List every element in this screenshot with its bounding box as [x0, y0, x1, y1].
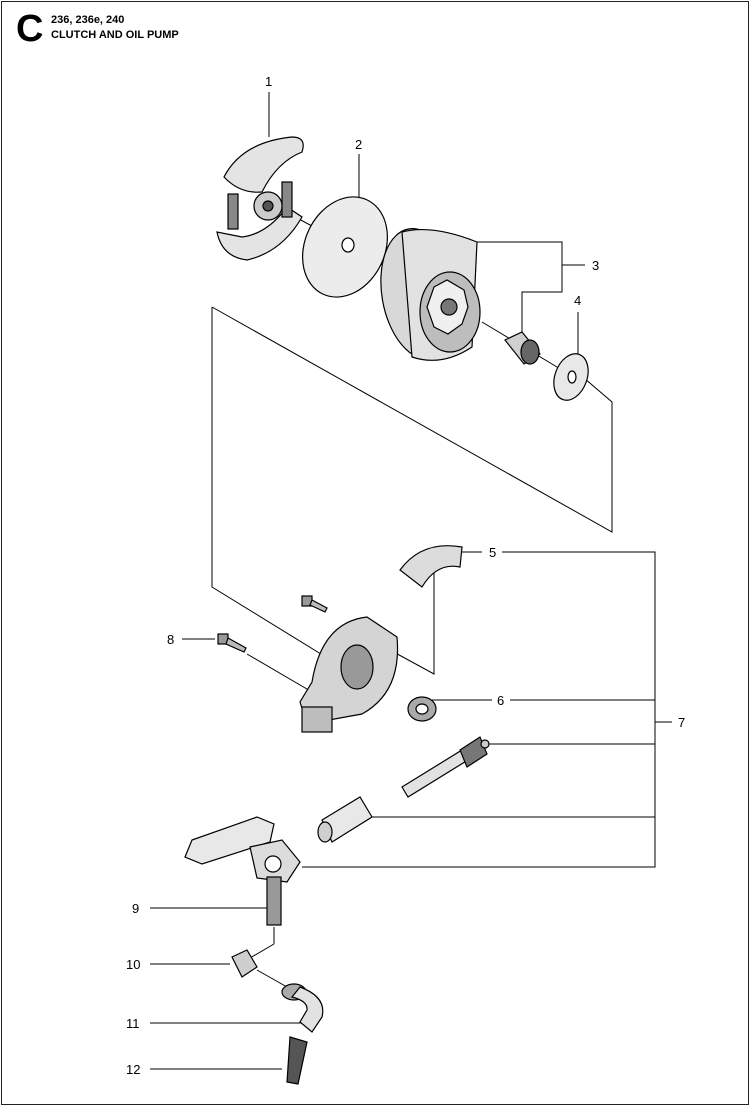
drum-washer [553, 353, 589, 401]
callout-1: 1 [265, 74, 272, 89]
bracket-3 [477, 241, 563, 332]
callout-3: 3 [592, 258, 599, 273]
pipe-link-b [249, 943, 275, 959]
leader-8-axis [246, 653, 313, 693]
callout-2: 2 [355, 137, 362, 152]
diagram-title: CLUTCH AND OIL PUMP [51, 29, 179, 41]
clutch-drum [380, 228, 481, 361]
callout-4: 4 [574, 293, 581, 308]
callout-6: 6 [497, 693, 504, 708]
hose-connector [231, 949, 258, 978]
bracket-7 [302, 551, 656, 868]
oil-filter [286, 1036, 308, 1085]
screw-upper [301, 595, 328, 613]
callout-numbers: 1 2 3 4 5 6 7 8 9 10 11 12 [126, 74, 685, 1077]
callout-5: 5 [489, 545, 496, 560]
callout-10: 10 [126, 957, 140, 972]
oil-pump-lever [184, 816, 301, 926]
callout-9: 9 [132, 901, 139, 916]
model-numbers: 236, 236e, 240 [51, 14, 125, 26]
pump-spring [407, 696, 437, 722]
pump-sleeve [317, 796, 373, 843]
callout-8: 8 [167, 632, 174, 647]
callout-7: 7 [678, 715, 685, 730]
clutch-washer [302, 196, 388, 298]
clutch-shoe-assembly [216, 136, 304, 261]
leader-5-guide [389, 572, 435, 675]
suction-hose [281, 983, 324, 1033]
guide-plate [399, 545, 463, 588]
oil-pump-housing [299, 616, 399, 733]
pump-shaft [401, 736, 490, 798]
needle-bearing [504, 331, 541, 365]
section-letter: C [16, 8, 44, 50]
pipe-link-c [256, 969, 288, 988]
callout-12: 12 [126, 1062, 140, 1077]
callout-11: 11 [126, 1016, 140, 1031]
screw-8 [217, 633, 247, 653]
assembly-line-upper [211, 306, 613, 533]
assembly-line-left [211, 307, 343, 668]
